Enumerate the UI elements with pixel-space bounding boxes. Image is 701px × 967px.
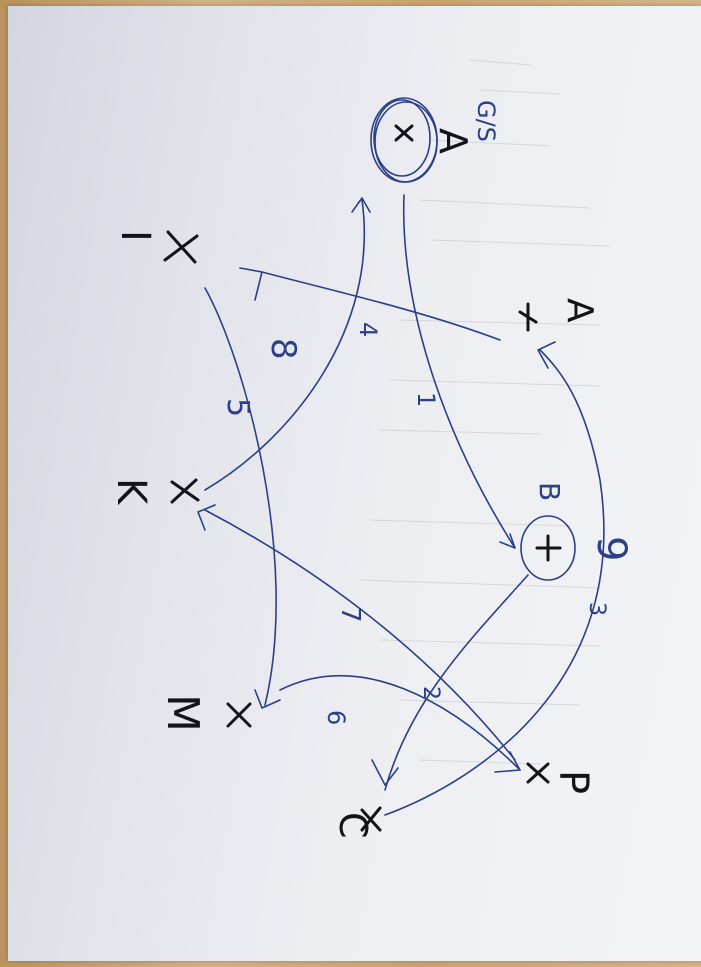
node-label-start: A bbox=[431, 128, 475, 154]
node-label-m: M bbox=[157, 694, 208, 732]
edge-m-to-p bbox=[279, 675, 521, 771]
node-labels: A G/S A B I K M P C bbox=[108, 100, 600, 839]
edge-numbers: 1 2 3 4 5 6 7 8 9 bbox=[220, 322, 634, 725]
arrowhead-p bbox=[494, 751, 521, 773]
edge-number-8: 8 bbox=[263, 338, 303, 360]
edge-start-to-b bbox=[402, 194, 516, 549]
node-marks bbox=[163, 124, 562, 832]
edge-number-2: 2 bbox=[418, 686, 443, 700]
arrowhead-b-from-start bbox=[499, 533, 516, 549]
node-mark-i bbox=[163, 230, 199, 264]
node-label-k: K bbox=[108, 478, 154, 506]
paper-show-through bbox=[359, 59, 611, 765]
node-mark-c bbox=[360, 806, 382, 832]
edge-i-to-m bbox=[204, 287, 277, 706]
start-node-circle bbox=[370, 97, 438, 183]
node-mark-start bbox=[394, 124, 414, 142]
node-mark-p bbox=[526, 762, 550, 784]
node-label-i: I bbox=[112, 230, 158, 242]
node-label-p: P bbox=[550, 770, 596, 794]
arrowhead-i bbox=[239, 267, 263, 301]
edge-p-to-k bbox=[204, 509, 516, 761]
node-label-start-sub: G/S bbox=[472, 100, 500, 142]
edge-number-1: 1 bbox=[412, 392, 440, 407]
edge-b-to-c bbox=[384, 574, 529, 791]
node-label-c: C bbox=[331, 812, 375, 839]
b-node-circle bbox=[520, 515, 576, 581]
node-label-a: A bbox=[559, 298, 600, 323]
arrowhead-a bbox=[537, 341, 556, 369]
edge-number-5: 5 bbox=[220, 398, 255, 417]
edge-a-to-i bbox=[261, 271, 501, 341]
edge-number-4: 4 bbox=[354, 322, 382, 337]
arrowhead-m bbox=[254, 689, 281, 709]
edge-number-3: 3 bbox=[584, 602, 609, 616]
node-mark-k bbox=[170, 478, 200, 504]
paper-sheet bbox=[8, 6, 701, 961]
edge-number-6: 6 bbox=[322, 710, 350, 725]
edge-k-to-start bbox=[204, 199, 366, 491]
node-label-b: B bbox=[533, 482, 566, 501]
arrowhead-c bbox=[371, 759, 399, 786]
node-mark-b bbox=[535, 534, 562, 562]
edge-number-7: 7 bbox=[335, 606, 365, 623]
edge-number-9: 9 bbox=[588, 536, 634, 561]
arrowhead-k bbox=[197, 504, 216, 531]
arrowhead-start bbox=[351, 197, 371, 213]
node-mark-a bbox=[518, 302, 538, 332]
node-mark-m bbox=[226, 702, 252, 728]
graph-edges bbox=[197, 194, 605, 816]
edge-c-to-a bbox=[384, 349, 605, 816]
